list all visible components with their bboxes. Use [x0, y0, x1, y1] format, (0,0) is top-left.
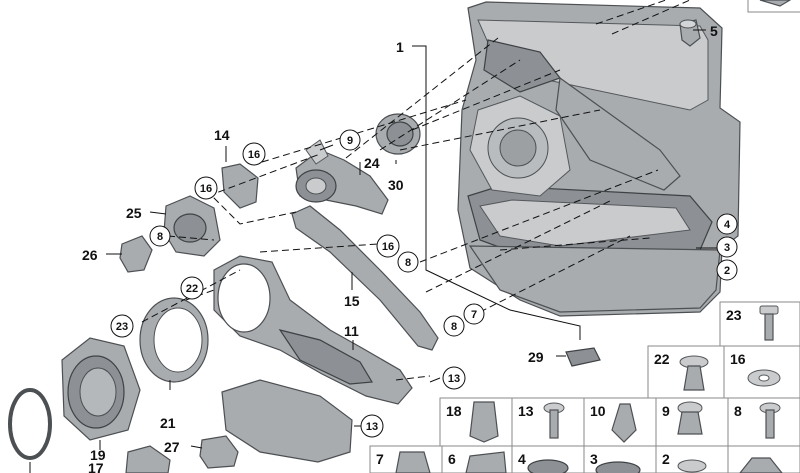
- armrest-pad-part-13: [221, 379, 353, 463]
- tweeter-part-30: [375, 113, 421, 155]
- grid-label-22: 22: [654, 351, 670, 367]
- plain-labels: 1 5 14 24 30 25 26 15 11 29 21 19 27 17: [82, 23, 718, 473]
- callout-8-c: 8: [451, 321, 457, 333]
- screw-icon: [759, 305, 779, 341]
- grid-label-8: 8: [734, 403, 742, 419]
- bottom-row-fasteners: [395, 451, 783, 473]
- callout-22: 22: [186, 283, 198, 295]
- callout-7: 7: [471, 309, 477, 321]
- speaker-cover-part-25: [163, 195, 221, 257]
- label-1: 1: [396, 39, 404, 55]
- grid-label-9: 9: [662, 403, 670, 419]
- retaining-clip-icon: [469, 401, 499, 443]
- grid-label-10: 10: [590, 403, 606, 419]
- callout-8-a: 8: [157, 231, 163, 243]
- bottom-strip-part: [125, 445, 171, 473]
- switch-part-27: [199, 435, 239, 469]
- speaker-grille-part-19: [61, 337, 141, 441]
- label-29: 29: [528, 349, 544, 365]
- cap-part-26: [119, 235, 153, 273]
- callout-9: 9: [347, 135, 353, 147]
- grid-label-7: 7: [376, 451, 384, 467]
- grid-label-23: 23: [726, 307, 742, 323]
- label-11: 11: [344, 323, 359, 339]
- leader-lines: [29, 29, 724, 473]
- grid-label-13: 13: [518, 403, 534, 419]
- grid-label-3: 3: [590, 451, 598, 467]
- callout-2: 2: [724, 265, 730, 277]
- bracket-part-24: [295, 139, 389, 215]
- callout-16-a: 16: [248, 149, 260, 161]
- callout-8-b: 8: [405, 257, 411, 269]
- callout-4: 4: [724, 219, 731, 231]
- tapping-screw-icon: [759, 402, 781, 439]
- callout-16-c: 16: [382, 241, 394, 253]
- label-19: 19: [90, 447, 106, 463]
- push-clip-icon: [611, 403, 637, 443]
- callout-16-b: 16: [200, 183, 212, 195]
- grid-label-2: 2: [662, 451, 670, 467]
- fastener-grid: 23 22 16 18 13 10 9 8 7 6 4 3 2: [369, 301, 800, 473]
- cover-part-14: [221, 163, 259, 209]
- grid-label-16: 16: [730, 351, 746, 367]
- label-30: 30: [388, 177, 404, 193]
- trim-strip-part-15: [291, 205, 439, 351]
- callout-13-b: 13: [366, 421, 378, 433]
- ring-part-17: [8, 388, 52, 460]
- label-26: 26: [82, 247, 98, 263]
- speaker-ring-part-21: [139, 297, 209, 383]
- label-21: 21: [160, 415, 176, 431]
- dashed-alignment-lines: [141, 0, 691, 381]
- label-5: 5: [710, 23, 718, 39]
- carrier-part-11: [213, 255, 413, 405]
- callout-3: 3: [724, 242, 730, 254]
- trim-clip-icon: [677, 401, 703, 435]
- grid-label-6: 6: [448, 451, 456, 467]
- spring-nut-icon: [747, 369, 781, 387]
- expansion-clip-icon: [679, 355, 709, 391]
- label-27: 27: [164, 439, 180, 455]
- grid-label-18: 18: [446, 403, 462, 419]
- callout-13-a: 13: [448, 373, 460, 385]
- door-panel-part-1: [457, 1, 741, 317]
- label-25: 25: [126, 205, 142, 221]
- bolt-icon: [543, 402, 565, 439]
- grid-label-4: 4: [518, 451, 526, 467]
- label-15: 15: [344, 293, 360, 309]
- circled-labels: 16 9 16 8 16 8 22 23 8 7 4 3 2 13 13: [110, 129, 738, 438]
- label-14: 14: [214, 127, 230, 143]
- clip-part-5: [679, 19, 701, 47]
- connector-part-29: [565, 347, 601, 367]
- label-17: 17: [88, 460, 104, 473]
- corner-frame: [747, 0, 800, 13]
- callout-23: 23: [116, 321, 128, 333]
- label-24: 24: [364, 155, 380, 171]
